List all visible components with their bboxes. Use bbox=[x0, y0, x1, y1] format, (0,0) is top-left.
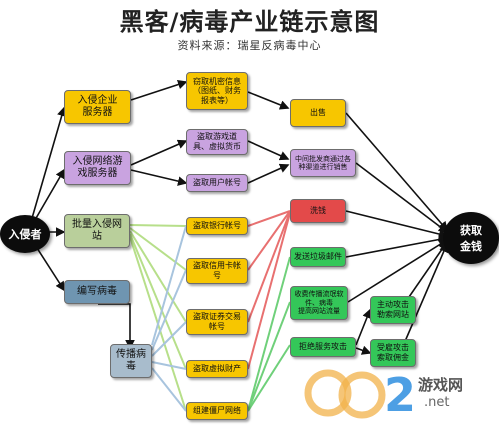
edge-asset-launder bbox=[247, 212, 291, 370]
node-steal-game-items: 盗取游戏道 具、虚拟货币 bbox=[186, 129, 248, 155]
source-subtitle: 资料来源：瑞星反病毒中心 bbox=[177, 39, 322, 52]
edge-hired-profit bbox=[399, 242, 449, 354]
node-steal-asset: 盗取虚拟财产 bbox=[186, 360, 248, 378]
edge-game-account bbox=[130, 169, 188, 186]
edge-spread-stock bbox=[151, 321, 187, 357]
adware-label: 收费传播流氓软 件、病毒 提高网站流量 bbox=[294, 290, 344, 316]
node-write-virus: 编写病毒 bbox=[64, 280, 130, 304]
node-bulk-sites: 批量入侵网 站 bbox=[64, 214, 130, 248]
ddos-label: 拒绝服务攻击 bbox=[299, 342, 347, 352]
node-ddos: 拒绝服务攻击 bbox=[290, 337, 356, 357]
edge-bank-launder bbox=[247, 210, 291, 227]
node-launder: 洗钱 bbox=[290, 199, 346, 223]
steal-asset-label: 盗取虚拟财产 bbox=[193, 364, 241, 374]
profit-node: 获取 金钱 bbox=[443, 212, 499, 264]
node-steal-card: 盗取信用卡帐 号 bbox=[186, 258, 248, 284]
hired-attack-label: 受雇攻击 索取佣金 bbox=[377, 343, 409, 362]
edge-sites-bank bbox=[129, 224, 187, 227]
watermark-site-name: 游戏网 bbox=[418, 376, 464, 394]
steal-secret-label: 窃取机密信息 （图纸、财务 报表等） bbox=[193, 76, 241, 105]
node-steal-account: 盗取用户帐号 bbox=[186, 174, 248, 192]
node-steal-secret: 窃取机密信息 （图纸、财务 报表等） bbox=[186, 72, 248, 110]
watermark-logo: 2 bbox=[304, 368, 416, 422]
node-spread-virus: 传播病 毒 bbox=[110, 344, 152, 378]
edge-spread-asset bbox=[151, 361, 187, 370]
edge-sites-asset bbox=[129, 233, 187, 370]
bulk-sites-label: 批量入侵网 站 bbox=[72, 219, 122, 242]
edge-spread-botnet bbox=[151, 367, 187, 412]
sell-label: 出售 bbox=[310, 108, 326, 118]
edge-account-middle bbox=[247, 163, 290, 184]
corp-server-label: 入侵企业 服务器 bbox=[77, 95, 118, 118]
steal-stock-label: 盗取证券交易 帐号 bbox=[193, 312, 241, 331]
edge-spam-profit bbox=[345, 234, 449, 258]
watermark-digit: 2 bbox=[384, 368, 416, 422]
steal-bank-label: 盗取银行帐号 bbox=[193, 221, 241, 231]
edge-launder-profit bbox=[345, 210, 449, 239]
edge-ddos-hired bbox=[355, 345, 372, 355]
node-sell: 出售 bbox=[290, 99, 346, 127]
edge-sell-profit bbox=[345, 112, 449, 232]
middleman-label: 中间批发商通过各 种渠道进行销售 bbox=[295, 154, 351, 171]
edge-ddos-attack bbox=[355, 308, 372, 346]
node-hired-attack: 受雇攻击 索取佣金 bbox=[370, 339, 416, 367]
edge-botnet-adware bbox=[247, 301, 291, 412]
edge-items-middle bbox=[247, 140, 290, 161]
edge-corp-secret bbox=[130, 79, 188, 101]
watermark-domain: .net bbox=[424, 395, 450, 410]
intruder-label: 入侵者 bbox=[8, 228, 42, 241]
write-virus-label: 编写病毒 bbox=[77, 286, 117, 297]
edge-card-launder bbox=[247, 210, 291, 271]
spam-label: 发送垃圾邮件 bbox=[294, 252, 342, 262]
node-game-server: 入侵网络游 戏服务器 bbox=[64, 151, 131, 185]
node-adware: 收费传播流氓软 件、病毒 提高网站流量 bbox=[290, 286, 348, 320]
edge-sites-card bbox=[129, 227, 187, 271]
build-botnet-label: 组建僵尸网络 bbox=[193, 406, 241, 416]
game-server-label: 入侵网络游 戏服务器 bbox=[72, 156, 123, 179]
edge-game-items bbox=[130, 139, 188, 166]
node-corp-server: 入侵企业 服务器 bbox=[64, 90, 131, 124]
edge-write-spread bbox=[98, 303, 135, 350]
attack-sites-label: 主动攻击 勒索网站 bbox=[377, 300, 409, 319]
page-title: 黑客/病毒产业链示意图 bbox=[119, 8, 380, 36]
node-steal-bank: 盗取银行帐号 bbox=[186, 217, 248, 235]
steal-account-label: 盗取用户帐号 bbox=[193, 178, 241, 188]
edge-spread-card bbox=[151, 269, 187, 351]
edge-sites-stock bbox=[129, 230, 187, 323]
edge-intruder-corp bbox=[27, 106, 67, 233]
intruder-node: 入侵者 bbox=[0, 215, 50, 253]
steal-game-items-label: 盗取游戏道 具、虚拟货币 bbox=[193, 132, 241, 151]
spread-virus-label: 传播病 毒 bbox=[116, 349, 146, 372]
edge-adware-profit bbox=[347, 239, 449, 303]
edge-secret-sell bbox=[247, 91, 290, 110]
edge-botnet-spam bbox=[247, 256, 291, 412]
edge-botnet-ddos bbox=[247, 344, 291, 412]
node-middleman: 中间批发商通过各 种渠道进行销售 bbox=[290, 149, 356, 177]
steal-card-label: 盗取信用卡帐 号 bbox=[193, 261, 241, 280]
edge-middle-profit bbox=[355, 162, 449, 233]
launder-label: 洗钱 bbox=[310, 206, 326, 216]
node-steal-stock: 盗取证券交易 帐号 bbox=[186, 309, 248, 335]
profit-label: 获取 金钱 bbox=[460, 224, 482, 253]
node-spam: 发送垃圾邮件 bbox=[290, 247, 346, 267]
edge-spread-bank bbox=[151, 225, 187, 346]
edge-stock-launder bbox=[247, 211, 291, 323]
node-attack-sites: 主动攻击 勒索网站 bbox=[370, 296, 416, 324]
node-build-botnet: 组建僵尸网络 bbox=[186, 402, 248, 420]
